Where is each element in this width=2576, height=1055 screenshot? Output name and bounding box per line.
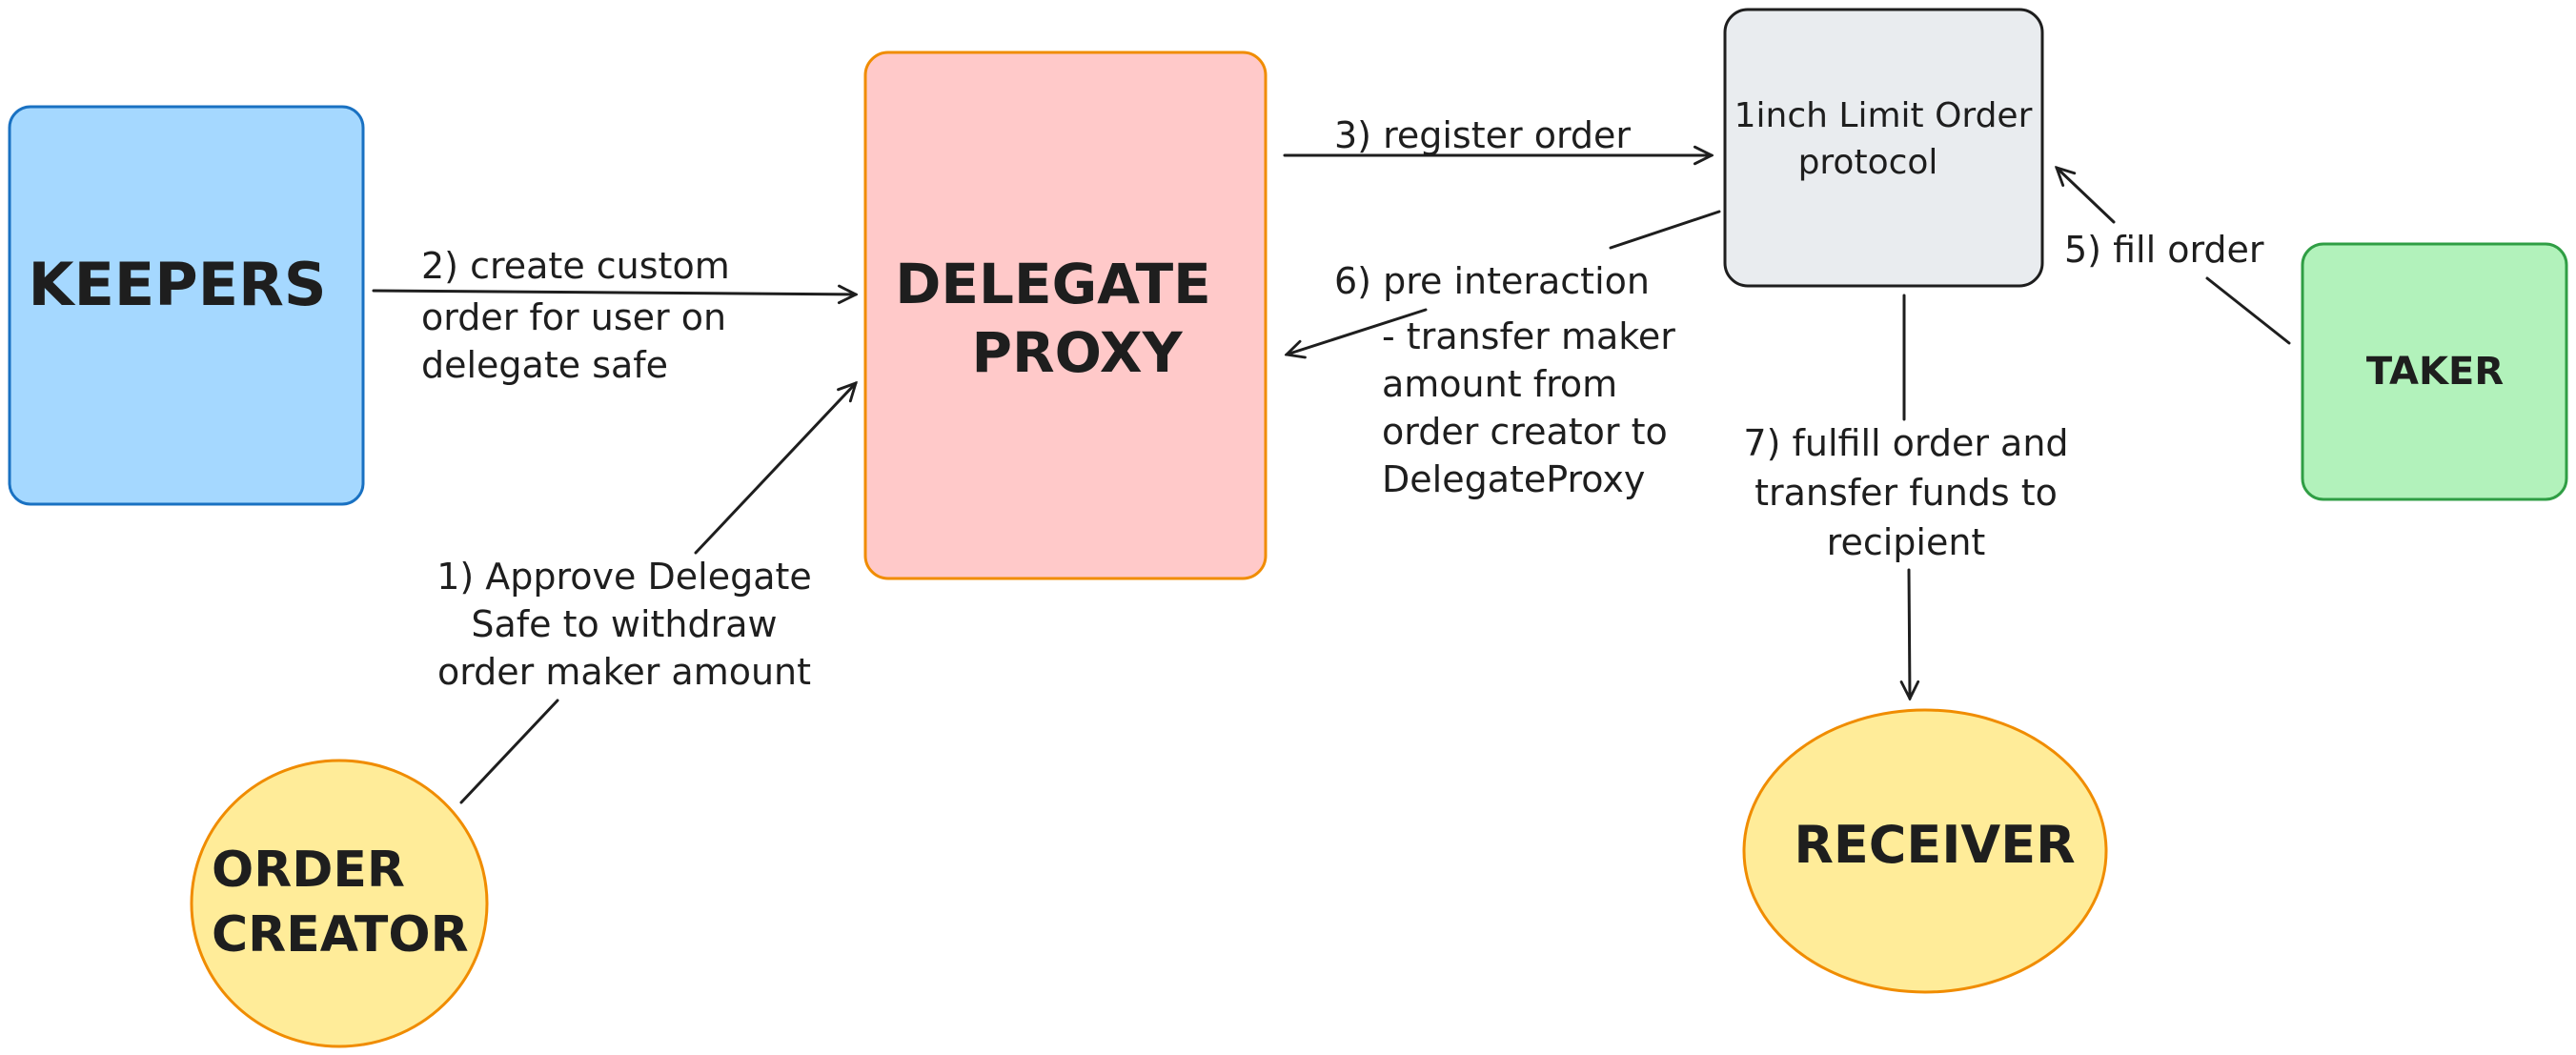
delegate-proxy-label-line-1: DELEGATE — [895, 252, 1211, 316]
approve-edge: 1) Approve Delegate Safe to withdraw ord… — [436, 383, 856, 804]
taker-node: TAKER — [2301, 242, 2568, 501]
fulfill-order-edge-label-line-1: 7) fulfill order and — [1743, 422, 2068, 464]
fulfill-order-edge-line-lower — [1909, 568, 1910, 699]
limit-order-protocol-box — [1723, 8, 2044, 288]
order-creator-circle — [190, 759, 489, 1048]
create-order-edge-line — [372, 291, 856, 294]
delegate-proxy-box — [863, 51, 1268, 580]
create-order-edge-label-line-2: order for user on — [421, 296, 726, 338]
order-creator-label-line-1: ORDER — [212, 842, 405, 899]
fulfill-order-edge: 7) fulfill order and transfer funds to r… — [1743, 294, 2069, 699]
approve-edge-label-line-3: order maker amount — [437, 651, 811, 693]
pre-interaction-edge-label-line-5: DelegateProxy — [1382, 458, 1645, 500]
pre-interaction-edge-label-line-3: amount from — [1382, 363, 1617, 405]
create-order-edge-label-line-3: delegate safe — [421, 344, 668, 386]
pre-interaction-edge-label-line-1: 6) pre interaction — [1334, 260, 1650, 302]
pre-interaction-edge-label-line-2: - transfer maker — [1382, 315, 1675, 357]
pre-interaction-edge-label-line-4: order creator to — [1382, 411, 1668, 453]
taker-label: TAKER — [2366, 350, 2504, 394]
fill-order-edge-label: 5) fill order — [2064, 229, 2264, 271]
receiver-label: RECEIVER — [1794, 815, 2075, 875]
keepers-node: KEEPERS — [8, 105, 365, 506]
approve-edge-label-line-2: Safe to withdraw — [471, 603, 777, 645]
receiver-circle — [1742, 708, 2108, 994]
fill-order-edge: 5) fill order — [2057, 168, 2291, 345]
approve-edge-line-lower — [459, 699, 559, 804]
approve-edge-line-upper — [694, 383, 856, 555]
pre-interaction-edge-line-upper — [1609, 210, 1721, 250]
approve-edge-label-line-1: 1) Approve Delegate — [436, 556, 812, 598]
fulfill-order-edge-label-line-3: recipient — [1827, 521, 1986, 563]
delegate-proxy-node: DELEGATE PROXY — [863, 51, 1268, 580]
receiver-node: RECEIVER — [1742, 708, 2108, 994]
limit-order-protocol-node: 1inch Limit Order protocol — [1723, 8, 2044, 288]
fulfill-order-edge-label-line-2: transfer funds to — [1755, 472, 2058, 514]
create-order-edge-label-line-1: 2) create custom — [421, 245, 730, 287]
register-order-edge-label: 3) register order — [1334, 114, 1631, 156]
order-creator-node: ORDER CREATOR — [190, 759, 489, 1048]
limit-order-protocol-label-line-2: protocol — [1798, 143, 1938, 182]
fill-order-edge-line-upper — [2057, 168, 2116, 224]
limit-order-protocol-label-line-1: 1inch Limit Order — [1734, 96, 2033, 135]
fill-order-edge-line-lower — [2205, 276, 2291, 345]
keepers-box — [8, 105, 365, 506]
taker-box — [2301, 242, 2568, 501]
keepers-label: KEEPERS — [29, 250, 327, 319]
register-order-edge: 3) register order — [1283, 114, 1712, 156]
order-creator-label-line-2: CREATOR — [212, 906, 469, 964]
pre-interaction-edge: 6) pre interaction - transfer maker amou… — [1287, 210, 1721, 500]
delegate-proxy-label-line-2: PROXY — [971, 320, 1183, 385]
create-order-edge: 2) create custom order for user on deleg… — [372, 245, 856, 386]
pre-interaction-edge-line-lower — [1287, 308, 1428, 355]
